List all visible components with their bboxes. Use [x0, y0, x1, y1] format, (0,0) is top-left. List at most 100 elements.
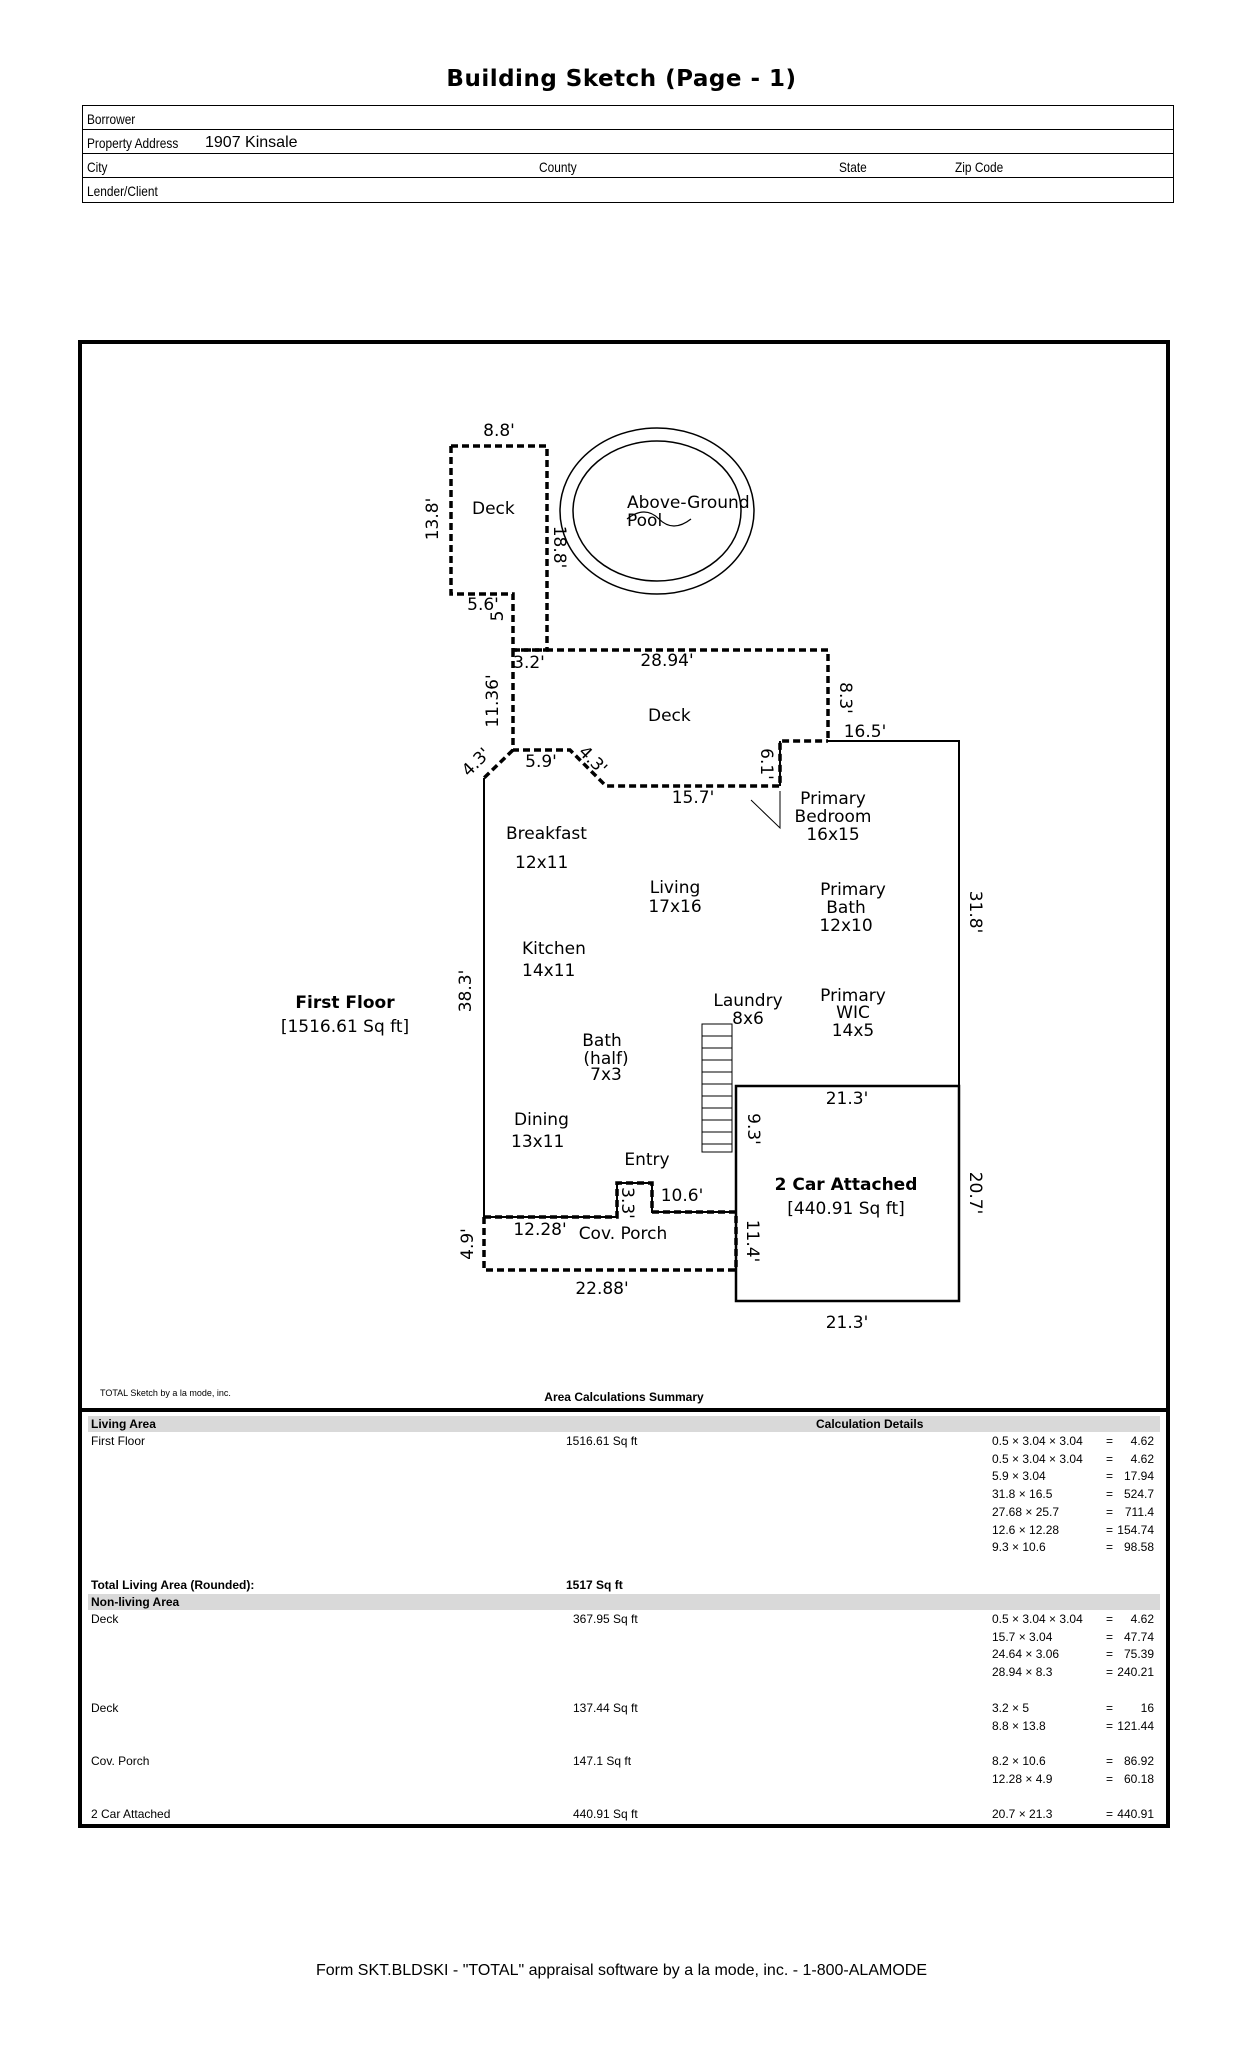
county-label: County [539, 159, 577, 175]
dim-31-8: 31.8' [965, 891, 985, 934]
calculation-details-header: Calculation Details [816, 1417, 924, 1431]
calc-equals: = [1106, 1629, 1114, 1644]
deck-mid-label: Deck [648, 706, 691, 726]
dim-18-8: 18.8' [549, 526, 569, 569]
calc-equals: = [1106, 1647, 1114, 1662]
calc-result: 4.62 [1130, 1451, 1154, 1466]
garage-outline [734, 1084, 961, 1303]
bath-half-dim: 7x3 [590, 1065, 622, 1085]
calc-row: 0.5 × 3.04 × 3.04=4.62 [992, 1434, 1162, 1451]
calc-equals: = [1106, 1807, 1114, 1821]
dim-21-3-bottom: 21.3' [826, 1313, 869, 1333]
calc-row: 5.9 × 3.04=17.94 [992, 1469, 1162, 1486]
door-swing [750, 791, 781, 830]
garage-row-area: 440.91 Sq ft [573, 1807, 638, 1821]
calc-row: 20.7 × 21.3=440.91 [992, 1807, 1162, 1824]
living-area-header-band [88, 1416, 1160, 1432]
calc-row: 0.5 × 3.04 × 3.04=4.62 [992, 1612, 1162, 1629]
state-label: State [839, 159, 867, 175]
deck-top-outline [451, 444, 549, 652]
calc-row: 24.64 × 3.06=75.39 [992, 1647, 1162, 1664]
laundry-label: Laundry [713, 991, 782, 1011]
calc-equals: = [1106, 1522, 1114, 1537]
calc-equals: = [1106, 1487, 1114, 1502]
area-summary-title: Area Calculations Summary [544, 1390, 704, 1404]
calc-result: 524.7 [1123, 1487, 1154, 1502]
calc-row: 8.2 × 10.6=86.92 [992, 1754, 1162, 1771]
calc-expression: 12.6 × 12.28 [992, 1522, 1060, 1537]
dim-6-1: 6.1' [756, 748, 776, 780]
primary-wic-dim: 14x5 [832, 1021, 875, 1041]
calc-expression: 24.64 × 3.06 [992, 1647, 1060, 1662]
calc-result: 86.92 [1123, 1754, 1154, 1768]
deck1-row-label: Deck [91, 1612, 119, 1626]
calc-result: 121.44 [1117, 1718, 1154, 1733]
borrower-label: Borrower [87, 111, 136, 127]
calc-equals: = [1106, 1504, 1114, 1519]
breakfast-label: Breakfast [506, 824, 587, 844]
bath-half-label-1: Bath [582, 1031, 622, 1051]
calc-row: 31.8 × 16.5=524.7 [992, 1487, 1162, 1504]
kitchen-label: Kitchen [522, 939, 586, 959]
calc-equals: = [1106, 1771, 1114, 1786]
dim-3-2: 3.2' [513, 653, 545, 673]
calc-expression: 8.2 × 10.6 [992, 1754, 1046, 1768]
deck2-row-area: 137.44 Sq ft [573, 1701, 638, 1715]
calc-expression: 3.2 × 5 [992, 1701, 1030, 1715]
calc-expression: 27.68 × 25.7 [992, 1504, 1060, 1519]
calc-equals: = [1106, 1434, 1114, 1448]
calc-equals: = [1106, 1540, 1114, 1555]
total-living-value: 1517 Sq ft [566, 1578, 623, 1592]
header-info-table: Borrower Property Address 1907 Kinsale C… [82, 105, 1174, 203]
primary-bath-label-2: Bath [826, 898, 866, 918]
city-row: City County State Zip Code [83, 154, 1173, 178]
living-dim: 17x16 [648, 897, 701, 917]
calc-row: 9.3 × 10.6=98.58 [992, 1540, 1162, 1557]
calc-row: 8.8 × 13.8=121.44 [992, 1719, 1162, 1736]
nonliving-header-band [88, 1594, 1160, 1610]
breakfast-dim: 12x11 [515, 853, 568, 873]
floor-plan-sketch: Deck Above-Ground Pool Deck Primary Bedr… [281, 421, 985, 1333]
borrower-row: Borrower [83, 106, 1173, 130]
dining-label: Dining [514, 1110, 569, 1130]
dining-dim: 13x11 [511, 1132, 564, 1152]
cov-porch-outline-top [484, 1181, 736, 1219]
calc-row: 28.94 × 8.3=240.21 [992, 1665, 1162, 1682]
dim-13-8: 13.8' [423, 498, 443, 541]
calc-expression: 0.5 × 3.04 × 3.04 [992, 1451, 1083, 1466]
first-floor-row-label: First Floor [91, 1434, 145, 1448]
calc-equals: = [1106, 1718, 1114, 1733]
dim-38-3: 38.3' [456, 970, 476, 1013]
primary-wic-label-2: WIC [836, 1003, 870, 1023]
calc-expression: 12.28 × 4.9 [992, 1771, 1053, 1786]
cov-porch-row-label: Cov. Porch [91, 1754, 150, 1768]
property-address-value: 1907 Kinsale [205, 134, 298, 151]
dim-8-8: 8.8' [483, 421, 515, 441]
cov-porch-row-area: 147.1 Sq ft [573, 1754, 632, 1768]
dim-11-36: 11.36' [483, 674, 503, 727]
dim-9-3: 9.3' [743, 1113, 763, 1145]
city-label: City [87, 159, 108, 175]
dim-4-3-right: 4.3' [574, 742, 611, 779]
laundry-dim: 8x6 [732, 1009, 764, 1029]
stairs [701, 1023, 733, 1153]
calc-expression: 0.5 × 3.04 × 3.04 [992, 1612, 1083, 1626]
primary-bedroom-dim: 16x15 [806, 825, 859, 845]
pool-label-line2: Pool [627, 511, 662, 531]
deck-mid-outline-corner [482, 748, 515, 780]
form-footer: Form SKT.BLDSKI - "TOTAL" appraisal soft… [316, 1962, 927, 1979]
dim-8-3: 8.3' [835, 682, 855, 714]
cov-porch-outline [482, 1212, 738, 1272]
sketch-frame: Deck Above-Ground Pool Deck Primary Bedr… [78, 340, 1170, 1828]
summary-divider [82, 1408, 1166, 1412]
first-floor-label: First Floor [295, 993, 395, 1013]
dim-4-9: 4.9' [458, 1228, 478, 1260]
calc-result: 240.21 [1117, 1665, 1154, 1680]
deck2-row-label: Deck [91, 1701, 119, 1715]
dim-15-7: 15.7' [672, 788, 715, 808]
dim-5-9: 5.9' [525, 752, 557, 772]
garage-label: 2 Car Attached [775, 1175, 918, 1195]
calc-result: 16 [1140, 1701, 1154, 1715]
calc-row: 3.2 × 5=16 [992, 1701, 1162, 1718]
deck-mid-outline [513, 648, 830, 741]
